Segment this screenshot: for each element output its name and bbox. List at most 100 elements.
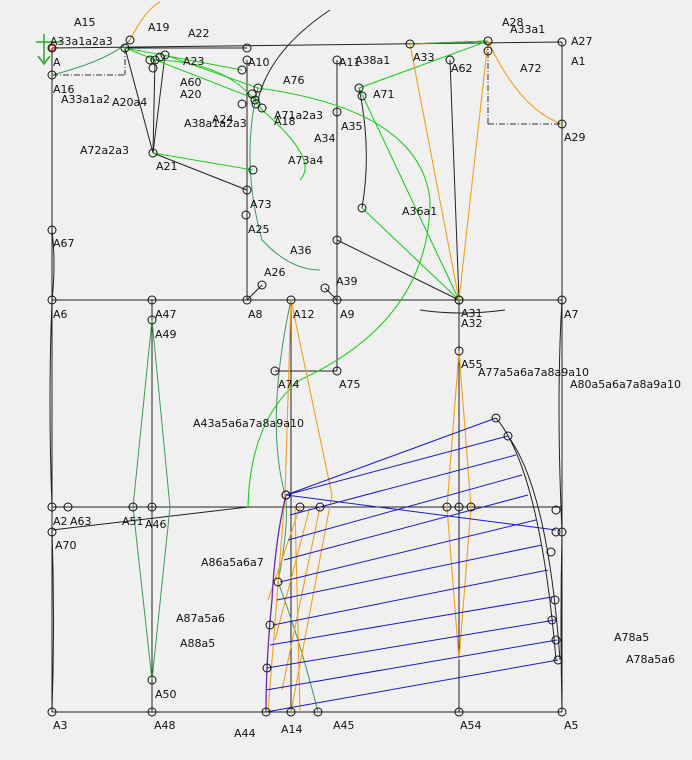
construction-point[interactable]	[315, 502, 325, 512]
point-a29[interactable]	[557, 119, 567, 129]
point-a18[interactable]	[250, 95, 260, 105]
construction-point[interactable]	[237, 65, 247, 75]
point-a78a5[interactable]	[551, 635, 561, 645]
point-label-a71a2a3: A71a2a3	[274, 109, 323, 122]
point-label-a70: A70	[55, 539, 77, 552]
point-a23[interactable]	[160, 50, 170, 60]
point-a76[interactable]	[253, 83, 263, 93]
point-a21[interactable]	[148, 148, 158, 158]
point-a73a4[interactable]	[248, 165, 258, 175]
construction-point[interactable]	[454, 502, 464, 512]
construction-point[interactable]	[547, 615, 557, 625]
point-a71a2a3[interactable]	[257, 103, 267, 113]
construction-point[interactable]	[546, 547, 556, 557]
point-label-a: A	[53, 56, 61, 69]
construction-point[interactable]	[503, 431, 513, 441]
point-a36a1[interactable]	[357, 203, 367, 213]
point-a16[interactable]	[47, 70, 57, 80]
construction-point[interactable]	[551, 527, 561, 537]
point-a45[interactable]	[313, 707, 323, 717]
construction-point[interactable]	[553, 655, 563, 665]
hem-arc-2	[507, 435, 561, 661]
point-a25[interactable]	[241, 210, 251, 220]
point-a71[interactable]	[357, 91, 367, 101]
neck-curve	[257, 9, 331, 101]
point-a87a5a6[interactable]	[265, 620, 275, 630]
point-a8[interactable]	[242, 295, 252, 305]
point-a24[interactable]	[237, 99, 247, 109]
point-a73[interactable]	[242, 185, 252, 195]
point-a70[interactable]	[47, 527, 57, 537]
a21-a23	[152, 54, 166, 154]
point-a86a5a6a7[interactable]	[273, 577, 283, 587]
point-a33a1a2a3[interactable]	[47, 43, 57, 53]
point-a5[interactable]	[557, 707, 567, 717]
construction-point[interactable]	[466, 502, 476, 512]
point-label-a60: A60	[180, 76, 202, 89]
point-a6[interactable]	[47, 295, 57, 305]
point-a44[interactable]	[261, 707, 271, 717]
point-label-a20: A20	[180, 88, 202, 101]
point-a7[interactable]	[557, 295, 567, 305]
point-a20[interactable]	[148, 63, 158, 73]
point-label-a71: A71	[373, 88, 395, 101]
point-a54[interactable]	[454, 707, 464, 717]
point-label-a76: A76	[283, 74, 305, 87]
point-a14[interactable]	[286, 707, 296, 717]
point-a19[interactable]	[125, 35, 135, 45]
point-a88a5[interactable]	[262, 663, 272, 673]
point-a28[interactable]	[483, 36, 493, 46]
point-a26[interactable]	[257, 280, 267, 290]
construction-point[interactable]	[550, 595, 560, 605]
construction-point[interactable]	[145, 55, 155, 65]
point-label-a21: A21	[156, 160, 178, 173]
construction-point[interactable]	[442, 502, 452, 512]
construction-point[interactable]	[155, 52, 165, 62]
point-a33[interactable]	[405, 39, 415, 49]
construction-point[interactable]	[281, 490, 291, 500]
point-a74[interactable]	[270, 366, 280, 376]
point-a75[interactable]	[332, 366, 342, 376]
point-label-a9: A9	[340, 308, 355, 321]
point-a10[interactable]	[242, 55, 252, 65]
point-a63[interactable]	[63, 502, 73, 512]
point-a9[interactable]	[332, 295, 342, 305]
point-label-a47: A47	[155, 308, 177, 321]
point-a72[interactable]	[483, 46, 493, 56]
point-a47[interactable]	[147, 295, 157, 305]
point-a38a1[interactable]	[354, 83, 364, 93]
point-a48[interactable]	[147, 707, 157, 717]
point-a11[interactable]	[332, 55, 342, 65]
construction-point[interactable]	[120, 43, 130, 53]
point-label-a10: A10	[248, 56, 270, 69]
construction-point[interactable]	[551, 505, 561, 515]
construction-point[interactable]	[295, 502, 305, 512]
construction-point[interactable]	[247, 89, 257, 99]
construction-point[interactable]	[491, 413, 501, 423]
point-label-a50: A50	[155, 688, 177, 701]
neck-front	[124, 47, 154, 154]
point-a50[interactable]	[147, 675, 157, 685]
point-a12[interactable]	[286, 295, 296, 305]
point-a49[interactable]	[147, 315, 157, 325]
point-a39[interactable]	[320, 283, 330, 293]
point-a2[interactable]	[47, 502, 57, 512]
construction-point[interactable]	[242, 43, 252, 53]
point-a67[interactable]	[47, 225, 57, 235]
point-a55[interactable]	[454, 346, 464, 356]
point-a51[interactable]	[128, 502, 138, 512]
construction-point[interactable]	[454, 295, 464, 305]
point-a35[interactable]	[332, 107, 342, 117]
point-a3[interactable]	[47, 707, 57, 717]
point-a62[interactable]	[445, 55, 455, 65]
construction-point[interactable]	[557, 527, 567, 537]
construction-point[interactable]	[251, 99, 261, 109]
point-a46[interactable]	[147, 502, 157, 512]
a36-a31	[336, 239, 460, 301]
point-label-a7: A7	[564, 308, 579, 321]
point-a27[interactable]	[557, 37, 567, 47]
point-a36[interactable]	[332, 235, 342, 245]
point-label-a88a5: A88a5	[180, 637, 215, 650]
